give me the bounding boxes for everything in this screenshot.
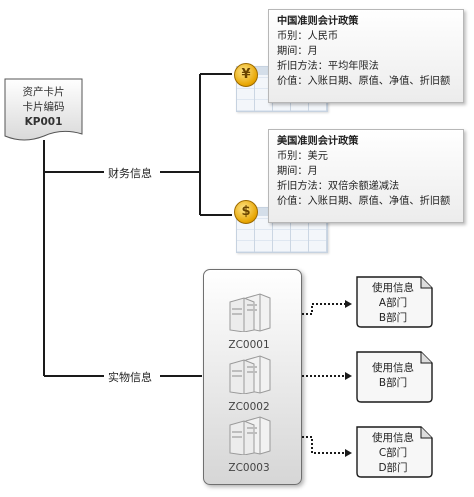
policy-depreciation: 折旧方法：平均年限法 [277,61,379,72]
policy-box-cn[interactable]: 中国准则会计政策 币别：人民币 期间：月 折旧方法：平均年限法 价值：入账日期、… [268,9,464,103]
usage-title: 使用信息 [372,282,414,294]
department-item: D部门 [378,462,408,474]
usage-note[interactable]: 使用信息 B部门 [357,361,429,391]
asset-card-shape [4,78,83,141]
policy-value: 价值：入账日期、原值、净值、折旧额 [277,196,451,207]
asset-card-code-label: 卡片编码 [22,101,65,113]
asset-code-label: ZC0002 [228,401,270,413]
policy-currency: 币别：美元 [277,151,328,162]
usage-note-shape [356,276,433,328]
finance-info-label: 财务信息 [106,165,154,181]
policy-currency: 币别：人民币 [277,31,339,42]
department-item: A部门 [378,297,408,309]
usage-title: 使用信息 [372,432,414,444]
policy-period: 期间：月 [277,46,318,57]
department-item: B部门 [378,312,408,324]
department-item: C部门 [378,447,408,459]
usage-title: 使用信息 [372,362,414,374]
physical-info-label: 实物信息 [106,369,154,385]
policy-depreciation: 折旧方法：双倍余额递减法 [277,181,400,192]
asset-card[interactable]: 资产卡片 卡片编码 KP001 [4,85,83,130]
usage-note[interactable]: 使用信息 C部门 D部门 [357,431,429,476]
asset-code-label: ZC0003 [228,462,270,474]
department-item: B部门 [378,377,408,389]
asset-card-code: KP001 [24,116,63,128]
dollar-coin-icon: $ [234,200,258,224]
policy-title: 美国准则会计政策 [277,136,359,147]
server-icon [229,355,271,394]
policy-period: 期间：月 [277,166,318,177]
asset-code-label: ZC0001 [228,339,270,351]
asset-card-title: 资产卡片 [22,86,65,98]
usage-note[interactable]: 使用信息 A部门 B部门 [357,281,429,326]
policy-box-us[interactable]: 美国准则会计政策 币别：美元 期间：月 折旧方法：双倍余额递减法 价值：入账日期… [268,129,464,223]
policy-value: 价值：入账日期、原值、净值、折旧额 [277,76,451,87]
yuan-coin-icon: ¥ [234,63,258,87]
policy-title: 中国准则会计政策 [277,16,359,27]
usage-note-shape [356,351,433,403]
server-icon [229,293,271,332]
server-icon [229,416,271,455]
usage-note-shape [356,426,433,478]
